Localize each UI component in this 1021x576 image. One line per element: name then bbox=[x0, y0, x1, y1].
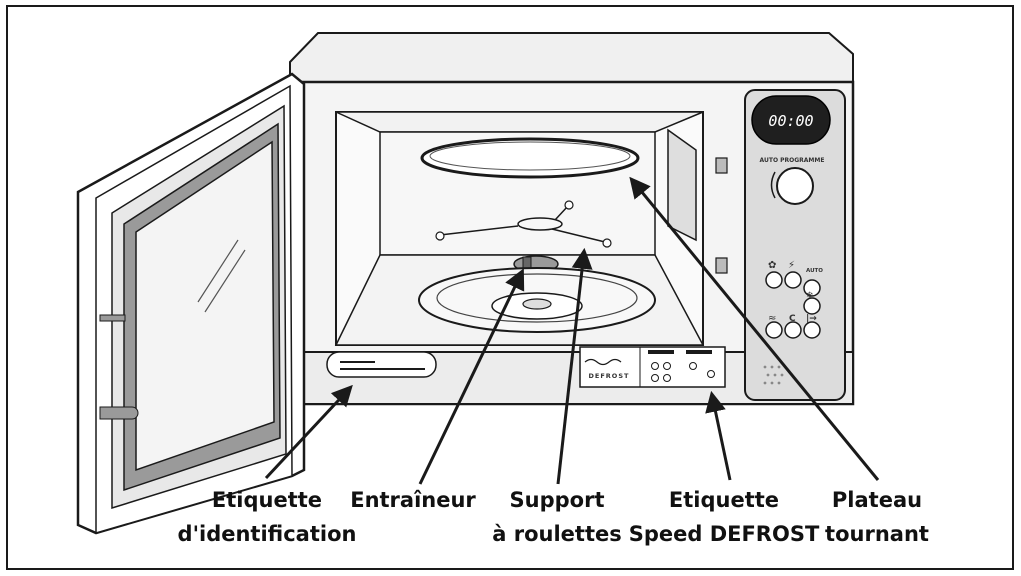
auto-button[interactable] bbox=[803, 279, 821, 297]
door-window-glass bbox=[135, 140, 275, 472]
arrow-plate bbox=[629, 176, 880, 481]
latch-hole-bottom bbox=[715, 257, 728, 274]
label-identification-2: d'identification bbox=[178, 522, 357, 546]
door-hook-bottom bbox=[99, 406, 139, 420]
grill-icon: ✿ bbox=[768, 260, 776, 271]
auto-label: AUTO bbox=[806, 268, 823, 274]
vent-holes bbox=[763, 365, 784, 385]
micro-icon: ≈ bbox=[768, 313, 776, 324]
sticker-bar-1 bbox=[648, 350, 674, 354]
cavity-ceiling bbox=[335, 111, 704, 133]
panel-button-1[interactable] bbox=[765, 271, 783, 289]
latch-hole-top bbox=[715, 157, 728, 174]
turntable-plate bbox=[420, 137, 640, 179]
waveguide-cover bbox=[667, 128, 697, 242]
identification-sticker bbox=[326, 351, 437, 378]
program-knob[interactable] bbox=[776, 167, 814, 205]
arrow-identification bbox=[264, 384, 353, 480]
snowflake-icon: ❄ bbox=[806, 291, 814, 301]
label-drive: Entraîneur bbox=[350, 488, 476, 512]
display-time: 00:00 bbox=[768, 112, 813, 130]
door-hook-top bbox=[99, 314, 126, 322]
knob-arc bbox=[770, 171, 776, 199]
glass-reflection-1 bbox=[197, 239, 239, 303]
sticker-defrost-text: DEFROST bbox=[589, 372, 630, 380]
cancel-button[interactable] bbox=[784, 321, 802, 339]
figure-frame bbox=[6, 5, 1014, 570]
floor-tray-ring bbox=[436, 273, 638, 323]
speed-script bbox=[584, 358, 622, 366]
arrow-drive bbox=[418, 268, 525, 485]
roller-support bbox=[435, 200, 612, 248]
panel-button-2[interactable] bbox=[784, 271, 802, 289]
glass-reflection-2 bbox=[204, 249, 246, 313]
plate-rim bbox=[429, 141, 631, 171]
label-support-1: Support bbox=[510, 488, 605, 512]
sticker-buttons bbox=[651, 362, 715, 382]
label-identification-1: Etiquette bbox=[212, 488, 322, 512]
arrow-speed-defrost bbox=[705, 390, 732, 481]
label-plate-1: Plateau bbox=[832, 488, 922, 512]
start-button[interactable] bbox=[803, 321, 821, 339]
panel-button-3[interactable] bbox=[765, 321, 783, 339]
hub-center bbox=[522, 298, 552, 310]
label-support-2: à roulettes bbox=[492, 522, 621, 546]
defrost-button[interactable] bbox=[803, 297, 821, 315]
knob-label: AUTO PROGRAMME bbox=[760, 157, 825, 164]
sticker-bar-2 bbox=[686, 350, 712, 354]
label-plate-2: tournant bbox=[825, 522, 929, 546]
label-speed-1: Etiquette bbox=[669, 488, 779, 512]
c-label: C bbox=[789, 314, 796, 324]
arrow-label: |→ bbox=[806, 314, 817, 324]
label-speed-2: Speed DEFROST bbox=[629, 522, 820, 546]
power-icon: ⚡ bbox=[788, 260, 795, 271]
arrow-support bbox=[556, 247, 593, 485]
display-screen bbox=[751, 95, 831, 145]
